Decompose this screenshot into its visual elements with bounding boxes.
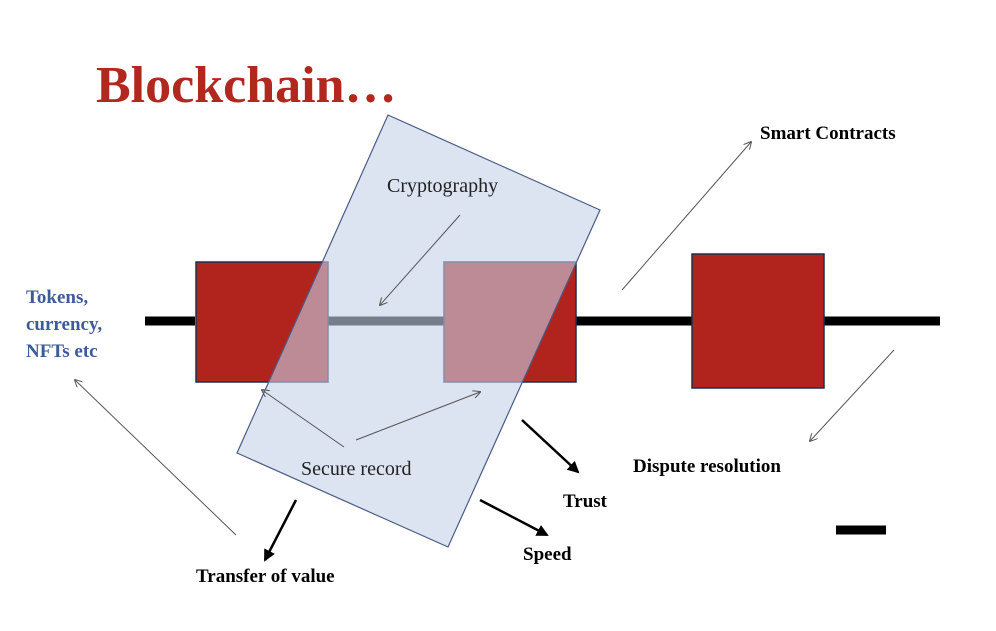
speed-arrow [479, 498, 549, 537]
page-title: Blockchain… [96, 57, 397, 114]
transfer-of-value-arrow [263, 499, 298, 562]
block-3 [691, 253, 825, 389]
secure-record-arrow-right [355, 392, 480, 441]
smart-contracts-arrow [621, 142, 751, 291]
dispute-resolution-label: Dispute resolution [633, 456, 781, 477]
secure-record-label: Secure record [301, 458, 412, 480]
cryptography-arrow [380, 214, 461, 305]
tokens-label-line-2: currency, [26, 314, 103, 335]
speed-label: Speed [523, 544, 572, 565]
tokens-label-line-3: NFTs etc [26, 341, 98, 362]
transfer-of-value-label: Transfer of value [196, 566, 335, 587]
tokens-label-line-1: Tokens, [26, 287, 89, 308]
secure-record-arrow-left [262, 390, 345, 448]
cryptography-label: Cryptography [387, 175, 499, 197]
tokens-arrow [75, 380, 237, 536]
trust-label: Trust [563, 491, 607, 512]
tokens-label: Tokens, currency, NFTs etc [26, 284, 102, 365]
cryptography-overlay [236, 114, 601, 548]
smart-contracts-label: Smart Contracts [760, 123, 896, 144]
dispute-resolution-arrow [810, 349, 895, 441]
trust-arrow [521, 419, 580, 474]
